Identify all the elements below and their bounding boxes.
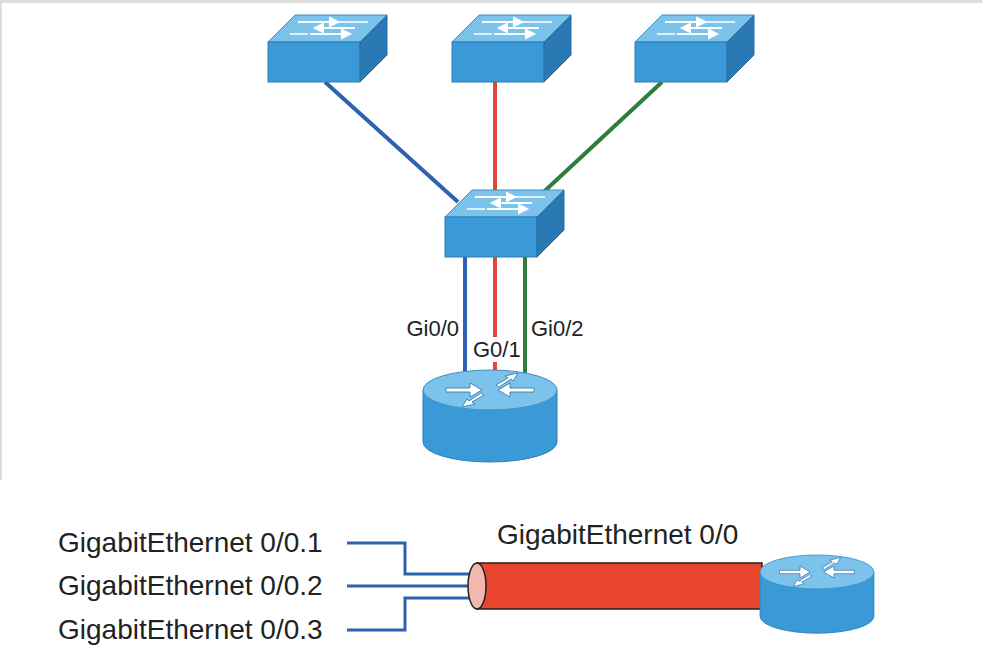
access-switch xyxy=(452,15,571,82)
interface-label: GigabitEthernet 0/0.3 xyxy=(58,614,323,646)
access-switch xyxy=(635,15,754,82)
router-icon xyxy=(760,555,874,633)
subinterface-wires xyxy=(347,543,472,630)
interface-label: GigabitEthernet 0/0.1 xyxy=(58,527,323,559)
port-label: Gi0/2 xyxy=(531,316,584,341)
router-icon xyxy=(423,370,557,462)
distribution-switch xyxy=(445,190,564,257)
trunk-links xyxy=(325,80,662,385)
access-switch xyxy=(268,15,387,82)
slide-frame xyxy=(0,0,982,480)
interface-label: GigabitEthernet 0/0.2 xyxy=(58,570,323,602)
interface-label: GigabitEthernet 0/0 xyxy=(497,519,738,551)
port-label: G0/1 xyxy=(471,337,523,362)
port-label: Gi0/0 xyxy=(406,316,459,341)
trunk-cable xyxy=(468,563,762,609)
